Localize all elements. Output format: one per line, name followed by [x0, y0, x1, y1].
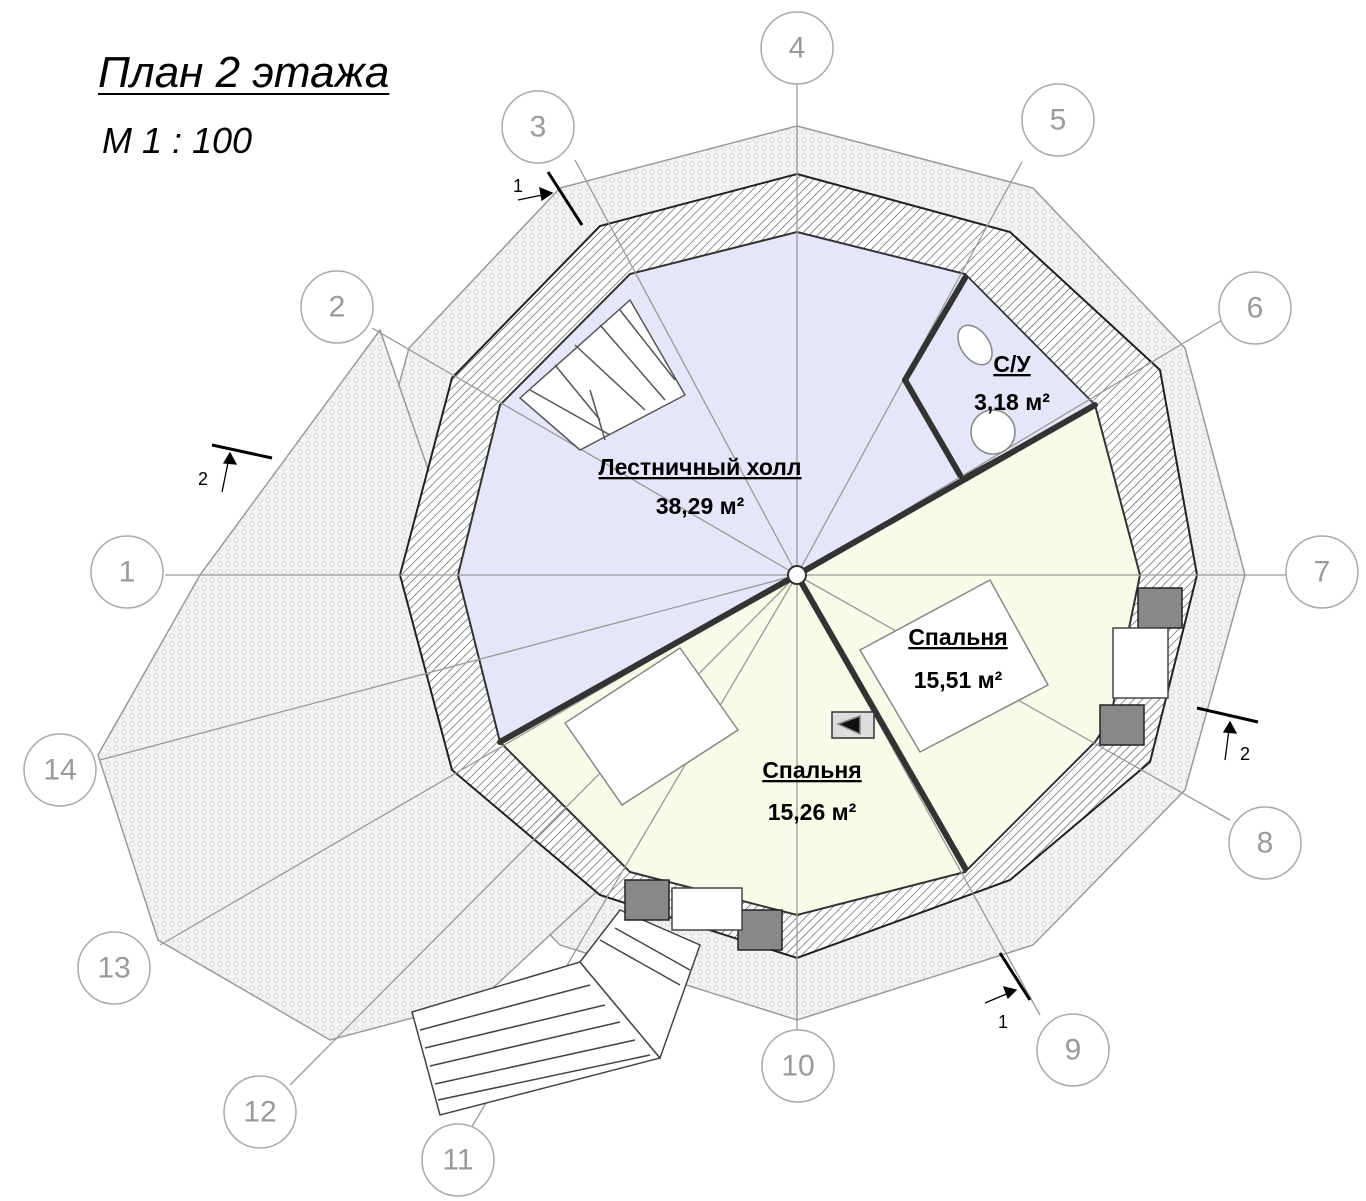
- windows: [624, 587, 1183, 951]
- axis-circle: [421, 1123, 495, 1197]
- room-hall-area: 38,29 м²: [656, 493, 745, 519]
- axis-label: 1: [119, 556, 136, 589]
- room-bedroom-left-name: Спальня: [762, 757, 861, 783]
- section-arrows: [221, 186, 1238, 1004]
- furniture: [563, 324, 1050, 807]
- cut1-top-label: 1: [513, 176, 523, 196]
- axis-circle: [1228, 806, 1302, 880]
- axis-label: 14: [43, 754, 76, 787]
- axis-circle: [300, 270, 374, 344]
- axis-marker-5: 5: [1021, 83, 1095, 157]
- axis-marker-10: 10: [761, 1029, 835, 1103]
- axis-marker-14: 14: [23, 733, 97, 807]
- staircase: [518, 298, 687, 451]
- axis-circle: [1285, 535, 1359, 609]
- axis-marker-3: 3: [501, 90, 575, 164]
- axis-circle: [501, 90, 575, 164]
- axis-label: 9: [1065, 1034, 1082, 1067]
- room-hall-name: Лестничный холл: [598, 454, 801, 480]
- axis-circle: [1036, 1013, 1110, 1087]
- axis-circle: [1021, 83, 1095, 157]
- window-frames: [671, 627, 1169, 931]
- room-wc-name: С/У: [993, 351, 1031, 377]
- sink: [970, 409, 1016, 455]
- exterior-stairs: [411, 909, 701, 1116]
- center-column: [787, 565, 807, 585]
- room-bedroom-right-area: 15,51 м²: [914, 667, 1003, 693]
- axis-marker-11: 11: [421, 1123, 495, 1197]
- room-bedroom-right-name: Спальня: [908, 624, 1007, 650]
- axis-marker-6: 6: [1218, 271, 1292, 345]
- toilet: [957, 324, 993, 366]
- axis-lines: [99, 85, 1288, 1131]
- axis-circle: [23, 733, 97, 807]
- axis-marker-9: 9: [1036, 1013, 1110, 1087]
- axis-marker-4: 4: [760, 11, 834, 85]
- section-cuts: [211, 171, 1259, 1001]
- axis-label: 4: [789, 32, 806, 65]
- axis-marker-12: 12: [223, 1075, 297, 1149]
- bed-left: [563, 646, 740, 807]
- axis-label: 6: [1247, 292, 1264, 325]
- plan-title: План 2 этажа: [98, 48, 390, 97]
- axis-marker-1: 1: [90, 535, 164, 609]
- cut2-right-label: 2: [1240, 744, 1250, 764]
- axis-circle: [760, 11, 834, 85]
- axis-marker-8: 8: [1228, 806, 1302, 880]
- axis-marker-2: 2: [300, 270, 374, 344]
- axis-circle: [761, 1029, 835, 1103]
- bed-right: [858, 578, 1050, 753]
- axis-label: 5: [1050, 104, 1067, 137]
- axis-marker-13: 13: [77, 931, 151, 1005]
- axis-circle: [223, 1075, 297, 1149]
- axis-marker-7: 7: [1285, 535, 1359, 609]
- axis-label: 2: [329, 291, 346, 324]
- axis-label: 8: [1257, 827, 1274, 860]
- axis-label: 12: [243, 1096, 276, 1129]
- axis-circle: [90, 535, 164, 609]
- plan-scale: М 1 : 100: [102, 120, 253, 161]
- axis-label: 10: [781, 1050, 814, 1083]
- axis-circle: [1218, 271, 1292, 345]
- axis-circle: [77, 931, 151, 1005]
- room-wc-area: 3,18 м²: [974, 389, 1050, 415]
- cut1-bottom-label: 1: [998, 1012, 1008, 1032]
- axis-label: 13: [97, 952, 130, 985]
- axis-label: 3: [530, 111, 547, 144]
- axis-label: 11: [442, 1144, 473, 1177]
- axis-label: 7: [1314, 556, 1331, 589]
- room-bedroom-left-area: 15,26 м²: [768, 799, 857, 825]
- partitions: [497, 275, 1098, 871]
- cut2-left-label: 2: [198, 469, 208, 489]
